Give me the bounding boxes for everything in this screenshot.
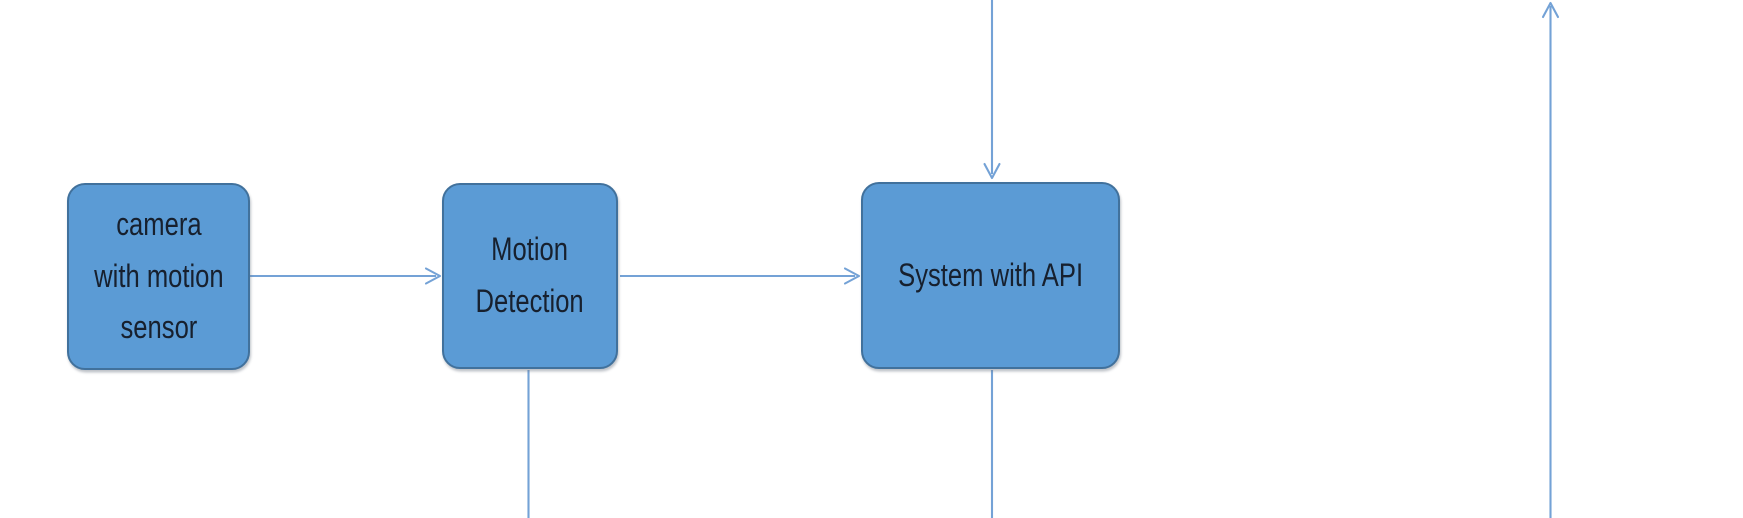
arrowhead-up-icon (1541, 1, 1560, 19)
arrowhead-right-icon (424, 267, 442, 285)
node-camera-with-motion-sensor[interactable]: camera with motion sensor (67, 183, 250, 370)
edge-motion-detection-to-system (620, 267, 861, 285)
edge-right-upward (1541, 1, 1560, 518)
node-motion-detection[interactable]: Motion Detection (442, 183, 618, 369)
node-label: camera with motion sensor (93, 205, 224, 346)
edge-camera-to-motion-detection (246, 267, 442, 285)
arrowhead-down-icon (983, 162, 1001, 180)
edge-top-to-system (983, 0, 1001, 180)
node-label: Motion Detection (475, 231, 585, 319)
node-label: System with API (898, 256, 1083, 293)
arrowhead-right-icon (843, 267, 861, 285)
node-system-with-api[interactable]: System with API (861, 182, 1120, 369)
